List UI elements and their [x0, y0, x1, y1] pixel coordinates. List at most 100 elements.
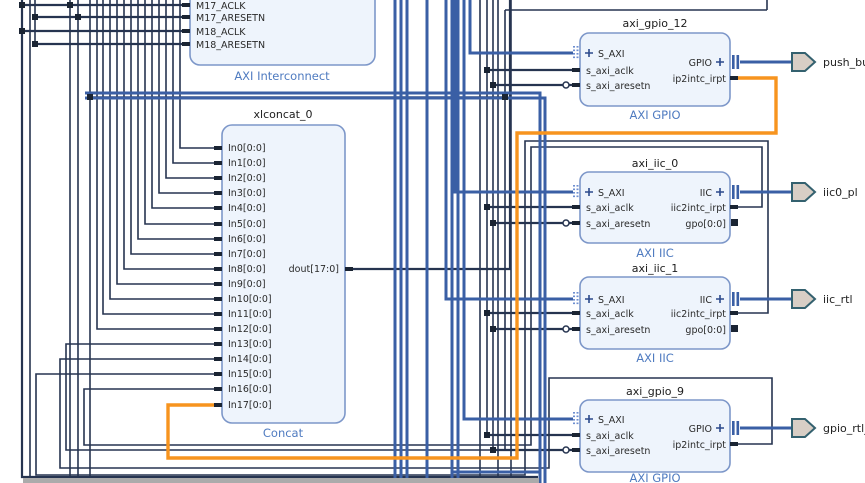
external-port-gpio-rtl-8[interactable]: gpio_rtl_8	[740, 418, 865, 438]
pin-m17-aresetn[interactable]: M17_ARESETN	[196, 13, 265, 24]
pin-s-axi-aresetn[interactable]: s_axi_aresetn	[586, 219, 650, 230]
expand-plus-icon[interactable]	[716, 295, 724, 303]
output-port-icon[interactable]	[791, 52, 817, 72]
wire-in5[interactable]	[144, 0, 214, 225]
wire-in8[interactable]	[123, 0, 214, 270]
pin-in7[interactable]: In7[0:0]	[228, 249, 266, 260]
wire-in10[interactable]	[109, 0, 214, 300]
port-label[interactable]: push_but	[823, 56, 865, 69]
wire-dout[interactable]	[353, 0, 512, 271]
ip-block-axi-interconnect[interactable]: M17_ACLK M17_ARESETN M18_ACLK M18_ARESET…	[182, 0, 376, 83]
pin-in5[interactable]: In5[0:0]	[228, 219, 266, 230]
pin-m17-aclk[interactable]: M17_ACLK	[196, 1, 246, 12]
pin-iic2intc-irpt[interactable]: iic2intc_irpt	[671, 203, 726, 214]
wire-in7[interactable]	[130, 0, 214, 255]
ip-block-axi-gpio-12[interactable]: axi_gpio_12 S_AXI s_axi_aclk s_axi_arese…	[562, 17, 740, 122]
pin-dout[interactable]: dout[17:0]	[289, 264, 339, 275]
pin-gpio[interactable]: GPIO	[689, 424, 712, 435]
pin-s-axi-aclk[interactable]: s_axi_aclk	[586, 203, 634, 214]
pin-s-axi-aclk[interactable]: s_axi_aclk	[586, 431, 634, 442]
wire-iic0-irpt[interactable]	[83, 146, 763, 446]
pin-s-axi[interactable]: S_AXI	[598, 49, 625, 60]
pin-s-axi-aclk[interactable]: s_axi_aclk	[586, 66, 634, 77]
wire-in0[interactable]	[179, 0, 214, 149]
wire-gpio9-irpt[interactable]	[59, 358, 773, 469]
pin-iic[interactable]: IIC	[700, 188, 713, 199]
wire-in9[interactable]	[116, 0, 214, 285]
expand-plus-icon[interactable]	[716, 188, 724, 196]
pin-ip2intc-irpt[interactable]: ip2intc_irpt	[673, 440, 727, 451]
expand-plus-icon[interactable]	[585, 295, 593, 303]
external-port-iic-rtl[interactable]: iic_rtl	[740, 289, 853, 309]
bus-pair[interactable]	[85, 91, 542, 483]
pin-in0[interactable]: In0[0:0]	[228, 143, 266, 154]
pin-in1[interactable]: In1[0:0]	[228, 158, 266, 169]
wire-in6[interactable]	[137, 0, 214, 240]
wire-in1[interactable]	[172, 0, 214, 164]
pin-in2[interactable]: In2[0:0]	[228, 173, 266, 184]
pin-m18-aresetn[interactable]: M18_ARESETN	[196, 40, 265, 51]
pin-in12[interactable]: In12[0:0]	[228, 324, 272, 335]
pin-gpo[interactable]: gpo[0:0]	[685, 325, 726, 336]
pin-in3[interactable]: In3[0:0]	[228, 188, 266, 199]
ip-block-xlconcat-0[interactable]: xlconcat_0 In0[0:0] In1[0:0] In2[0:0] In…	[214, 108, 353, 440]
pin-iic[interactable]: IIC	[700, 295, 713, 306]
pin-in13[interactable]: In13[0:0]	[228, 339, 272, 350]
bus-iic1-saxi[interactable]	[444, 0, 573, 301]
pin-s-axi-aclk[interactable]: s_axi_aclk	[586, 309, 634, 320]
wire-trunk-long[interactable]	[20, 0, 538, 479]
pin-m18-aclk[interactable]: M18_ACLK	[196, 27, 246, 38]
bus-iic0-saxi[interactable]	[453, 0, 573, 194]
expand-plus-icon[interactable]	[585, 415, 593, 423]
pin-in11[interactable]: In11[0:0]	[228, 309, 272, 320]
pin-gpio[interactable]: GPIO	[689, 58, 712, 69]
pin-in8[interactable]: In8[0:0]	[228, 264, 266, 275]
bus-gpio12-saxi[interactable]	[468, 0, 573, 55]
pin-in9[interactable]: In9[0:0]	[228, 279, 266, 290]
bus-gpio9-saxi[interactable]	[462, 0, 573, 421]
block-body[interactable]	[221, 124, 346, 424]
pin-in16[interactable]: In16[0:0]	[228, 384, 272, 395]
output-port-icon[interactable]	[791, 182, 817, 202]
block-body[interactable]	[189, 0, 376, 66]
pin-s-axi[interactable]: S_AXI	[598, 295, 625, 306]
pin-gpo[interactable]: gpo[0:0]	[685, 219, 726, 230]
wire-in3[interactable]	[158, 0, 214, 194]
axi-bus-wires[interactable]	[85, 0, 573, 483]
pin-iic2intc-irpt[interactable]: iic2intc_irpt	[671, 309, 726, 320]
pin-s-axi-aresetn[interactable]: s_axi_aresetn	[586, 81, 650, 92]
port-label[interactable]: gpio_rtl_8	[823, 422, 865, 435]
pin-in10[interactable]: In10[0:0]	[228, 294, 272, 305]
signal-wires[interactable]	[20, 0, 773, 483]
pin-s-axi-aresetn[interactable]: s_axi_aresetn	[586, 446, 650, 457]
pin-in6[interactable]: In6[0:0]	[228, 234, 266, 245]
pin-in4[interactable]: In4[0:0]	[228, 203, 266, 214]
port-label[interactable]: iic_rtl	[823, 293, 853, 306]
output-port-icon[interactable]	[791, 289, 817, 309]
pin-s-axi-aresetn[interactable]: s_axi_aresetn	[586, 325, 650, 336]
ip-block-axi-gpio-9[interactable]: axi_gpio_9 S_AXI s_axi_aclk s_axi_areset…	[562, 385, 740, 483]
ip-block-axi-iic-0[interactable]: axi_iic_0 S_AXI s_axi_aclk s_axi_aresetn…	[562, 157, 740, 260]
external-port-push-but[interactable]: push_but	[740, 52, 865, 72]
bus-pair[interactable]	[85, 96, 547, 483]
wire-in12[interactable]	[96, 0, 214, 330]
port-label[interactable]: iic0_pl	[823, 186, 858, 199]
pin-in17[interactable]: In17[0:0]	[228, 400, 272, 411]
expand-plus-icon[interactable]	[716, 424, 724, 432]
pin-in14[interactable]: In14[0:0]	[228, 354, 272, 365]
expand-plus-icon[interactable]	[585, 188, 593, 196]
wire-selected-gpio12-irpt-to-in17[interactable]	[166, 76, 778, 460]
pin-s-axi[interactable]: S_AXI	[598, 415, 625, 426]
expand-plus-icon[interactable]	[716, 58, 724, 66]
output-port-icon[interactable]	[791, 418, 817, 438]
ip-block-axi-iic-1[interactable]: axi_iic_1 S_AXI s_axi_aclk s_axi_aresetn…	[562, 262, 740, 365]
external-port-iic0-pl[interactable]: iic0_pl	[740, 182, 858, 202]
wire-in4[interactable]	[151, 0, 214, 209]
pin-s-axi[interactable]: S_AXI	[598, 188, 625, 199]
expand-plus-icon[interactable]	[585, 49, 593, 57]
wire-in2[interactable]	[165, 0, 214, 179]
pin-in15[interactable]: In15[0:0]	[228, 369, 272, 380]
wire-in11[interactable]	[102, 0, 214, 315]
pin-ip2intc-irpt[interactable]: ip2intc_irpt	[673, 74, 727, 85]
